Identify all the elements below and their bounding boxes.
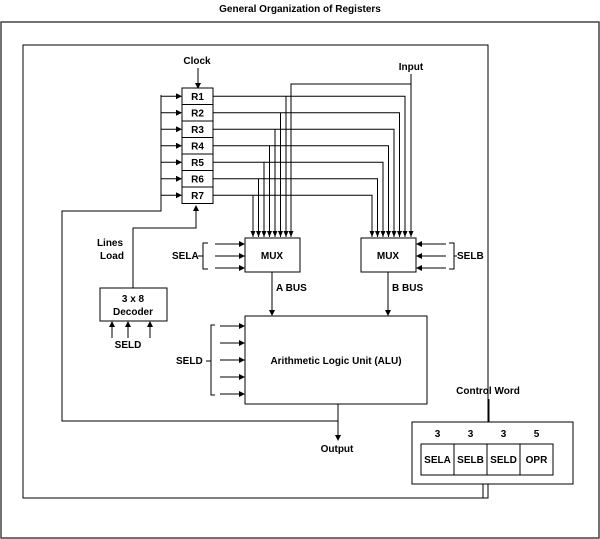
control-field-box [453,443,488,476]
register-to-mux-b-wire [213,161,384,237]
alu-label: Arithmetic Logic Unit (ALU) [270,356,401,367]
register-to-mux-b-wire [213,112,400,237]
sela-bracket [198,242,208,270]
alu [244,315,428,405]
lines-load-label-2: Load [100,251,124,262]
mux-b-input-arrow [380,231,386,237]
mux-b-input-arrow [397,231,402,237]
selb-bracket [449,242,457,270]
control-field-bits: 3 [501,429,507,440]
control-field-box [486,443,521,476]
mux-b-input-arrow [402,231,408,237]
control-field-box [519,443,554,476]
a-bus-label: A BUS [276,283,307,294]
b-bus-label: B BUS [392,283,423,294]
sela-label: SELA [172,251,199,262]
mux-a-input-arrow [278,231,283,237]
alu-seld-bracket [206,324,215,396]
diagram-title: General Organization of Registers [219,4,381,15]
mux-a-input-arrow [250,231,256,237]
mux-b-label: MUX [377,251,400,262]
mux-a-input-arrow [261,231,267,237]
register-label: R4 [191,142,204,153]
mux-a [244,237,301,273]
register-to-mux-b-wire [213,194,373,237]
input-label: Input [399,62,424,73]
mux-b-input-arrow [408,231,414,237]
mux-a-input-arrow [288,231,294,237]
feedback-line [61,95,338,422]
decoder-label-1: 3 x 8 [122,294,145,305]
clock-label: Clock [183,56,211,67]
load-lines [160,93,182,211]
mux-a-input-arrow [272,231,278,237]
control-field-name: SELA [424,455,451,466]
mux-a-input-arrow [256,231,261,237]
mux-a-input-arrow [283,231,289,237]
register-label: R6 [191,175,204,186]
selb-label: SELB [457,251,484,262]
mux-a-input-arrow [267,231,272,237]
input-wire [290,74,412,237]
control-field-name: SELB [457,455,484,466]
control-field-bits: 3 [468,429,474,440]
lines-load-label-1: Lines [97,238,124,249]
mux-a-label: MUX [261,251,284,262]
mux-b-input-arrow [375,231,380,237]
control-field-name: SELD [490,455,517,466]
mux-b-input-arrow [369,231,375,237]
decoder-load-line [132,205,199,288]
alu-select-lines [220,323,245,397]
inner-frame [22,44,489,499]
control-field-box [420,443,455,476]
output-label: Output [321,444,354,455]
register-label: R5 [191,158,204,169]
control-field-bits: 3 [435,429,441,440]
decoder [99,287,168,322]
control-word-label: Control Word [456,386,520,397]
decoder-label-2: Decoder [113,307,153,318]
register-label: R1 [191,92,204,103]
register-to-mux-b-wire [213,145,389,237]
alu-seld-label: SELD [176,356,203,367]
mux-b-input-arrow [386,231,391,237]
register-to-mux-b-wire [213,128,395,237]
register-label: R7 [191,191,204,202]
control-field-name: OPR [526,455,548,466]
register-label: R3 [191,125,204,136]
register-bus-wires [213,74,414,237]
decoder-seld-label: SELD [115,340,142,351]
outer-frame [0,21,600,539]
register-label: R2 [191,109,204,120]
register-to-mux-b-wire [213,95,406,237]
mux-b-input-arrow [391,231,397,237]
control-field-bits: 5 [534,429,540,440]
register-to-mux-b-wire [213,178,378,237]
